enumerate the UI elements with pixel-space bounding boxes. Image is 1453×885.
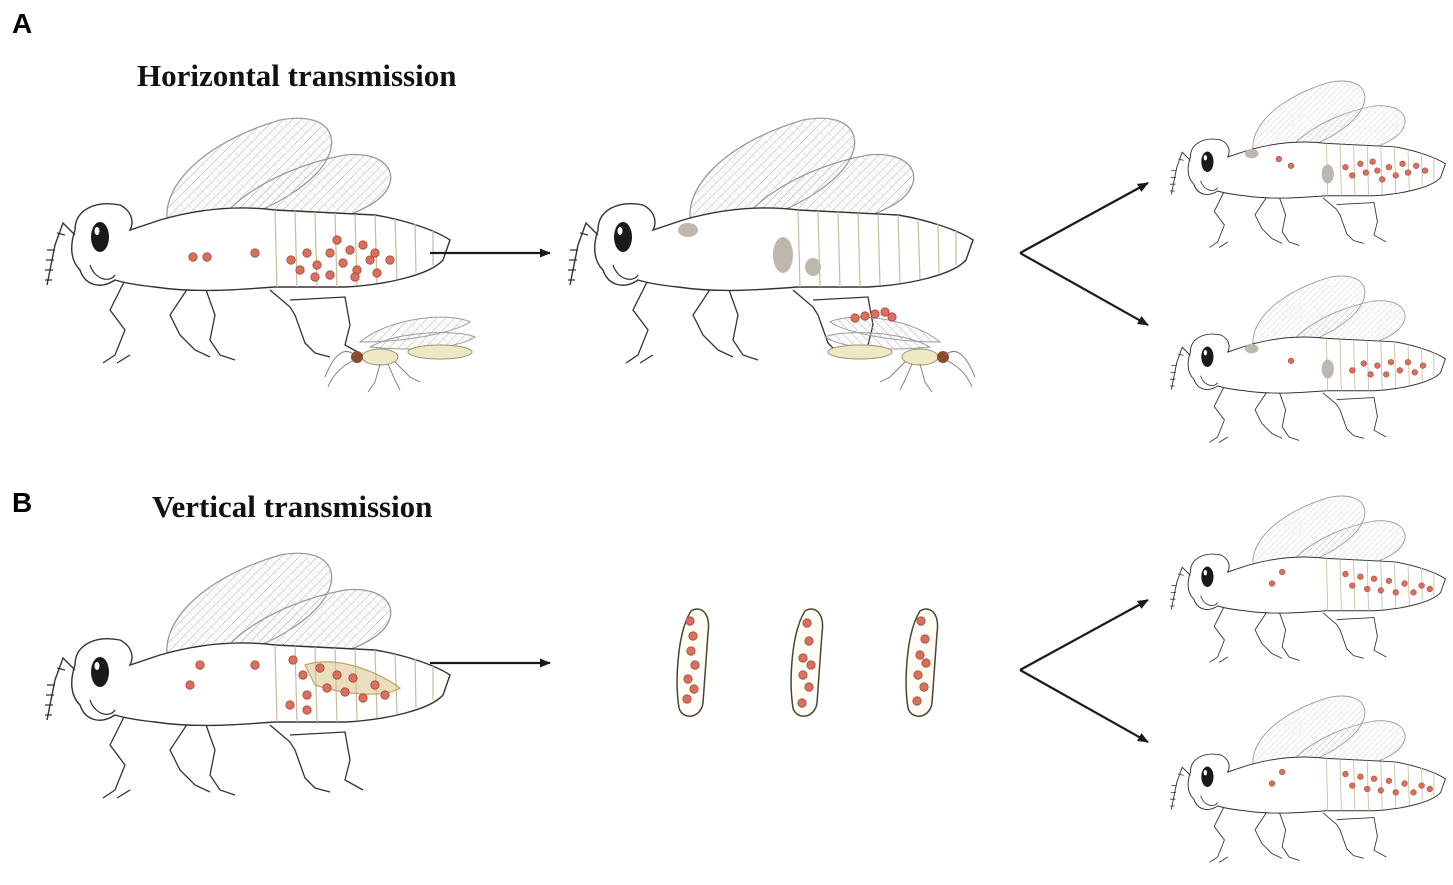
parasitoid-wasp-a1 xyxy=(324,316,476,393)
panel-b xyxy=(44,495,1446,863)
egg-2 xyxy=(790,608,824,717)
new-host-a-top xyxy=(1169,80,1446,248)
new-host-b-bottom xyxy=(1169,695,1446,863)
panel-title-b: Vertical transmission xyxy=(152,489,433,524)
infected-host-b xyxy=(44,552,451,799)
arrow-a2-up xyxy=(1019,182,1149,254)
egg-3 xyxy=(905,608,939,717)
panel-a xyxy=(44,80,1446,443)
panel-letter-b: B xyxy=(12,487,33,518)
arrow-a2-down xyxy=(1019,252,1149,326)
new-host-b-top xyxy=(1169,495,1446,663)
panel-letter-a: A xyxy=(12,8,33,39)
panel-title-a: Horizontal transmission xyxy=(137,58,457,93)
middle-host-a xyxy=(567,117,974,364)
parasitoid-wasp-a2 xyxy=(824,307,976,393)
arrow-b2-up xyxy=(1019,599,1149,671)
arrow-b2-down xyxy=(1019,669,1149,743)
new-host-a-bottom xyxy=(1169,275,1446,443)
egg-1 xyxy=(676,608,710,717)
